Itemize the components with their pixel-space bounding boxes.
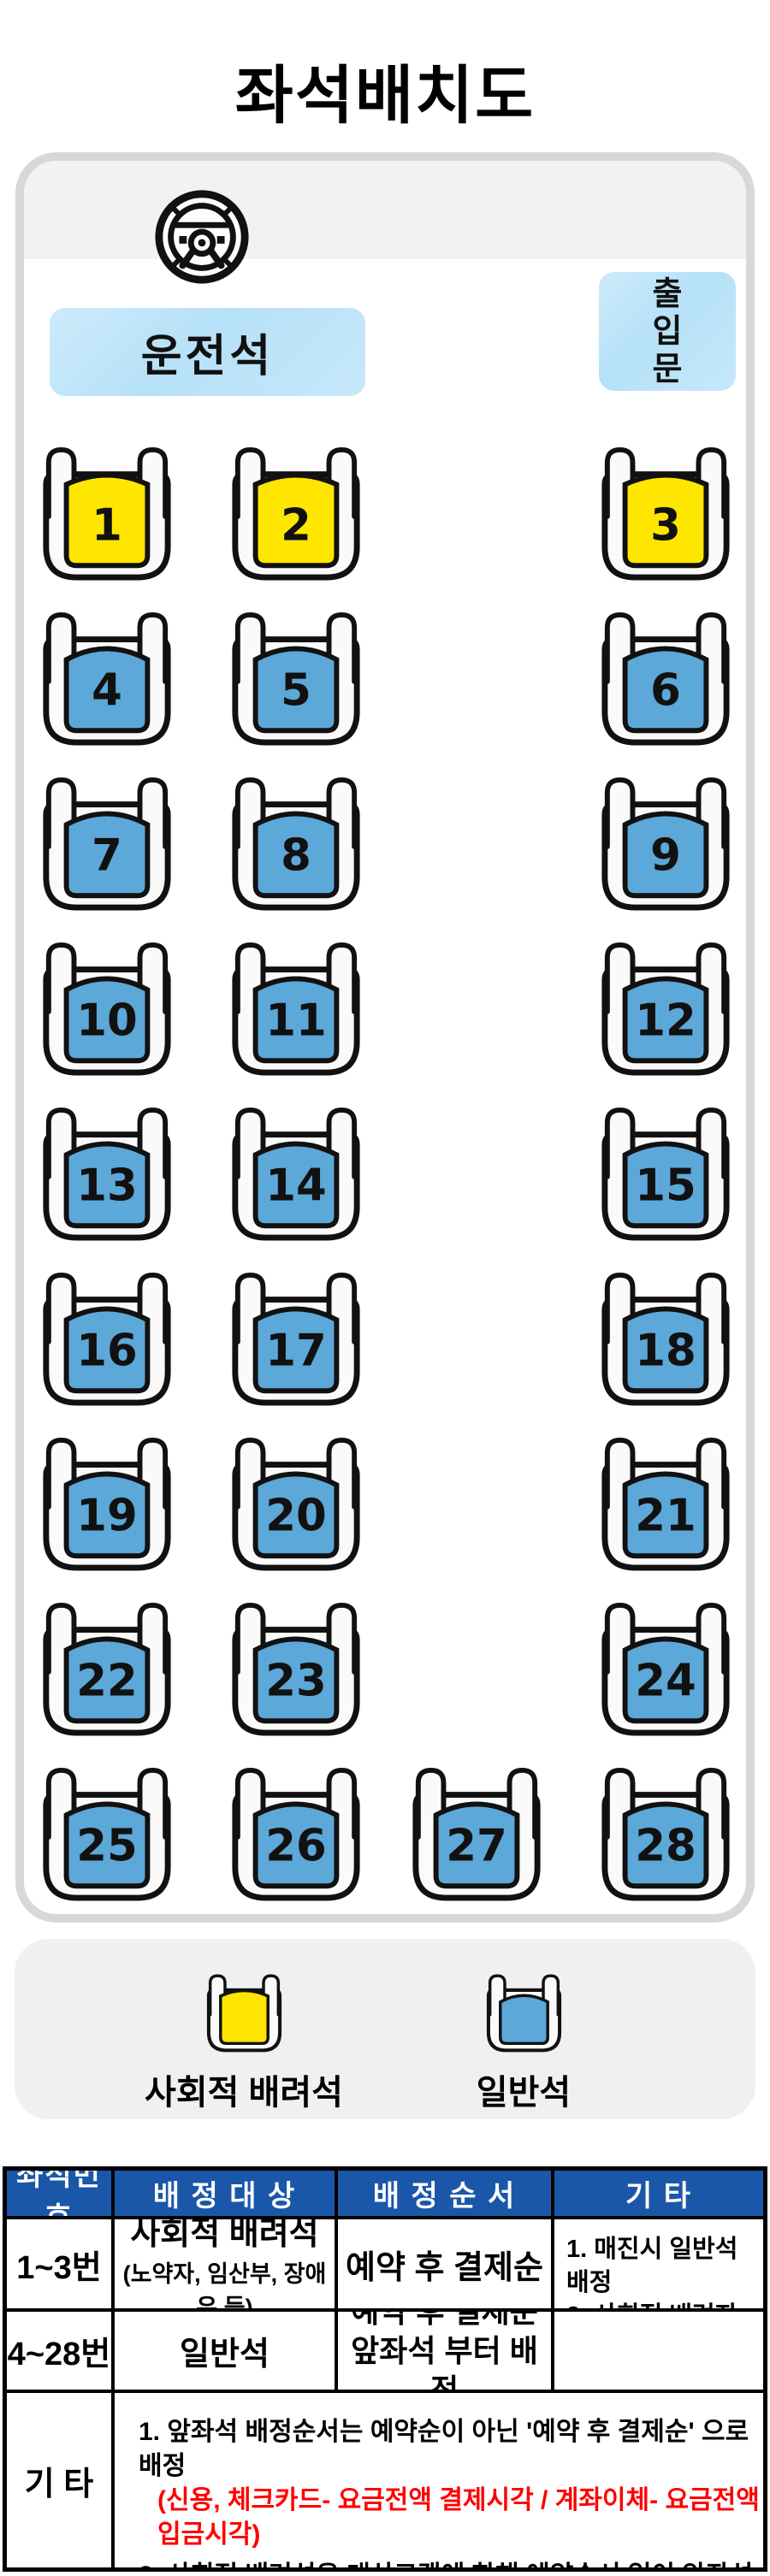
row1-seat-no-text: 1~3번 [16,2249,102,2286]
general-seat-label: 일반석 [476,2074,572,2112]
seat-24: 24 [596,1598,735,1740]
seat-12: 12 [596,937,735,1079]
seat-25: 25 [38,1763,176,1905]
svg-text:10: 10 [76,996,137,1047]
row1-target: 사회적 배려석 (노약자, 임산부, 장애우 등) [115,2219,338,2312]
etc-item: 1. 매진시 일반석 배정 [566,2236,738,2296]
row1-order-text: 예약 후 결제순 [346,2249,543,2286]
svg-text:14: 14 [265,1161,326,1212]
row2-target: 일반석 [115,2312,338,2393]
row2-target-text: 일반석 [180,2337,270,2372]
seat-4: 4 [38,607,176,749]
door-label-text: 출 입 문 [652,275,683,387]
general-seat-icon [483,1971,565,2054]
svg-text:6: 6 [650,665,681,717]
row2-order-text: 예약 후 결제순 [351,2312,538,2331]
svg-text:7: 7 [92,830,122,882]
etc-row-content: 1. 앞좌석 배정순서는 예약순이 아닌 '예약 후 결제순' 으로 배정(신용… [115,2393,763,2567]
seat-28: 28 [596,1763,735,1905]
seat-6: 6 [596,607,735,749]
row2-seat-no: 4~28번 [7,2312,115,2393]
seat-18: 18 [596,1267,735,1409]
svg-text:27: 27 [446,1821,506,1872]
row1-order: 예약 후 결제순 [338,2219,554,2312]
row1-target-sub: (노약자, 임산부, 장애우 등) [122,2260,327,2312]
svg-text:4: 4 [92,665,122,717]
svg-text:16: 16 [76,1326,137,1377]
header-seat-no: 좌석번호 [7,2171,115,2219]
svg-text:20: 20 [265,1491,326,1542]
seat-23: 23 [227,1598,365,1740]
svg-text:26: 26 [265,1821,326,1872]
legend-item-general: 일반석 [395,1971,652,2114]
row1-seat-no: 1~3번 [7,2219,115,2312]
bus-outline: 운전석 출 입 문 1 2 3 4 5 [15,152,755,1923]
svg-text:9: 9 [650,830,681,882]
row2-etc-empty [554,2312,763,2393]
svg-text:25: 25 [76,1821,137,1872]
svg-text:8: 8 [281,830,311,882]
svg-text:3: 3 [650,500,681,552]
svg-text:12: 12 [635,996,696,1047]
seat-9: 9 [596,772,735,914]
svg-text:28: 28 [635,1821,696,1872]
seat-20: 20 [227,1433,365,1575]
svg-text:15: 15 [635,1161,696,1212]
legend-panel: 사회적 배려석 일반석 [15,1939,755,2119]
svg-text:13: 13 [76,1161,137,1212]
svg-text:1: 1 [92,500,122,552]
svg-text:24: 24 [635,1656,696,1707]
etc-item: 2. 사회적 배려자가 없을 경우일반석 우선배정 [566,2300,751,2308]
seat-21: 21 [596,1433,735,1575]
door-label: 출 입 문 [599,272,736,391]
seat-22: 22 [38,1598,176,1740]
svg-text:17: 17 [265,1326,326,1377]
seat-8: 8 [227,772,365,914]
seat-15: 15 [596,1102,735,1244]
row2-order-text2: 앞좌석 부터 배정 [351,2332,538,2393]
seat-17: 17 [227,1267,365,1409]
driver-seat-label: 운전석 [50,308,365,396]
driver-seat-label-text: 운전석 [140,332,275,381]
svg-text:2: 2 [281,500,311,552]
etc-row-label-cell: 기 타 [7,2393,115,2567]
svg-text:22: 22 [76,1656,137,1707]
row1-target-text: 사회적 배려석 [130,2219,319,2252]
seat-1: 1 [38,442,176,584]
row2-seat-no-text: 4~28번 [7,2337,111,2372]
seat-2: 2 [227,442,365,584]
seat-5: 5 [227,607,365,749]
svg-text:19: 19 [76,1491,137,1542]
row1-etc: 1. 매진시 일반석 배정 2. 사회적 배려자가 없을 경우일반석 우선배정 [554,2219,763,2312]
priority-seat-label: 사회적 배려석 [145,2074,343,2112]
etc-item: 1. 앞좌석 배정순서는 예약순이 아닌 '예약 후 결제순' 으로 배정(신용… [139,2418,760,2549]
svg-text:11: 11 [265,996,326,1047]
header-order: 배 정 순 서 [338,2171,554,2219]
seat-11: 11 [227,937,365,1079]
priority-seat-icon [204,1971,285,2054]
seat-14: 14 [227,1102,365,1244]
seat-7: 7 [38,772,176,914]
steering-wheel-icon [151,186,252,287]
seat-27: 27 [407,1763,546,1905]
page-title: 좌석배치도 [234,60,536,131]
svg-text:18: 18 [635,1326,696,1377]
svg-text:21: 21 [635,1491,696,1542]
rules-table: 좌석번호 배 정 대 상 배 정 순 서 기 타 1~3번 사회적 배려석 (노… [3,2166,767,2572]
seat-3: 3 [596,442,735,584]
svg-text:5: 5 [281,665,311,717]
legend-item-priority: 사회적 배려석 [116,1971,372,2114]
seat-13: 13 [38,1102,176,1244]
row2-order: 예약 후 결제순 앞좌석 부터 배정 [338,2312,554,2393]
etc-row-label: 기 타 [24,2466,94,2502]
seat-16: 16 [38,1267,176,1409]
seat-10: 10 [38,937,176,1079]
seat-26: 26 [227,1763,365,1905]
etc-item: 2. 사회적 배려석은 대상고객에 한해 예약순서 없이 앞좌석 배정 [139,2559,763,2567]
header-etc: 기 타 [554,2171,763,2219]
svg-text:23: 23 [265,1656,326,1707]
seat-19: 19 [38,1433,176,1575]
bus-front-band [24,161,746,259]
header-target: 배 정 대 상 [115,2171,338,2219]
